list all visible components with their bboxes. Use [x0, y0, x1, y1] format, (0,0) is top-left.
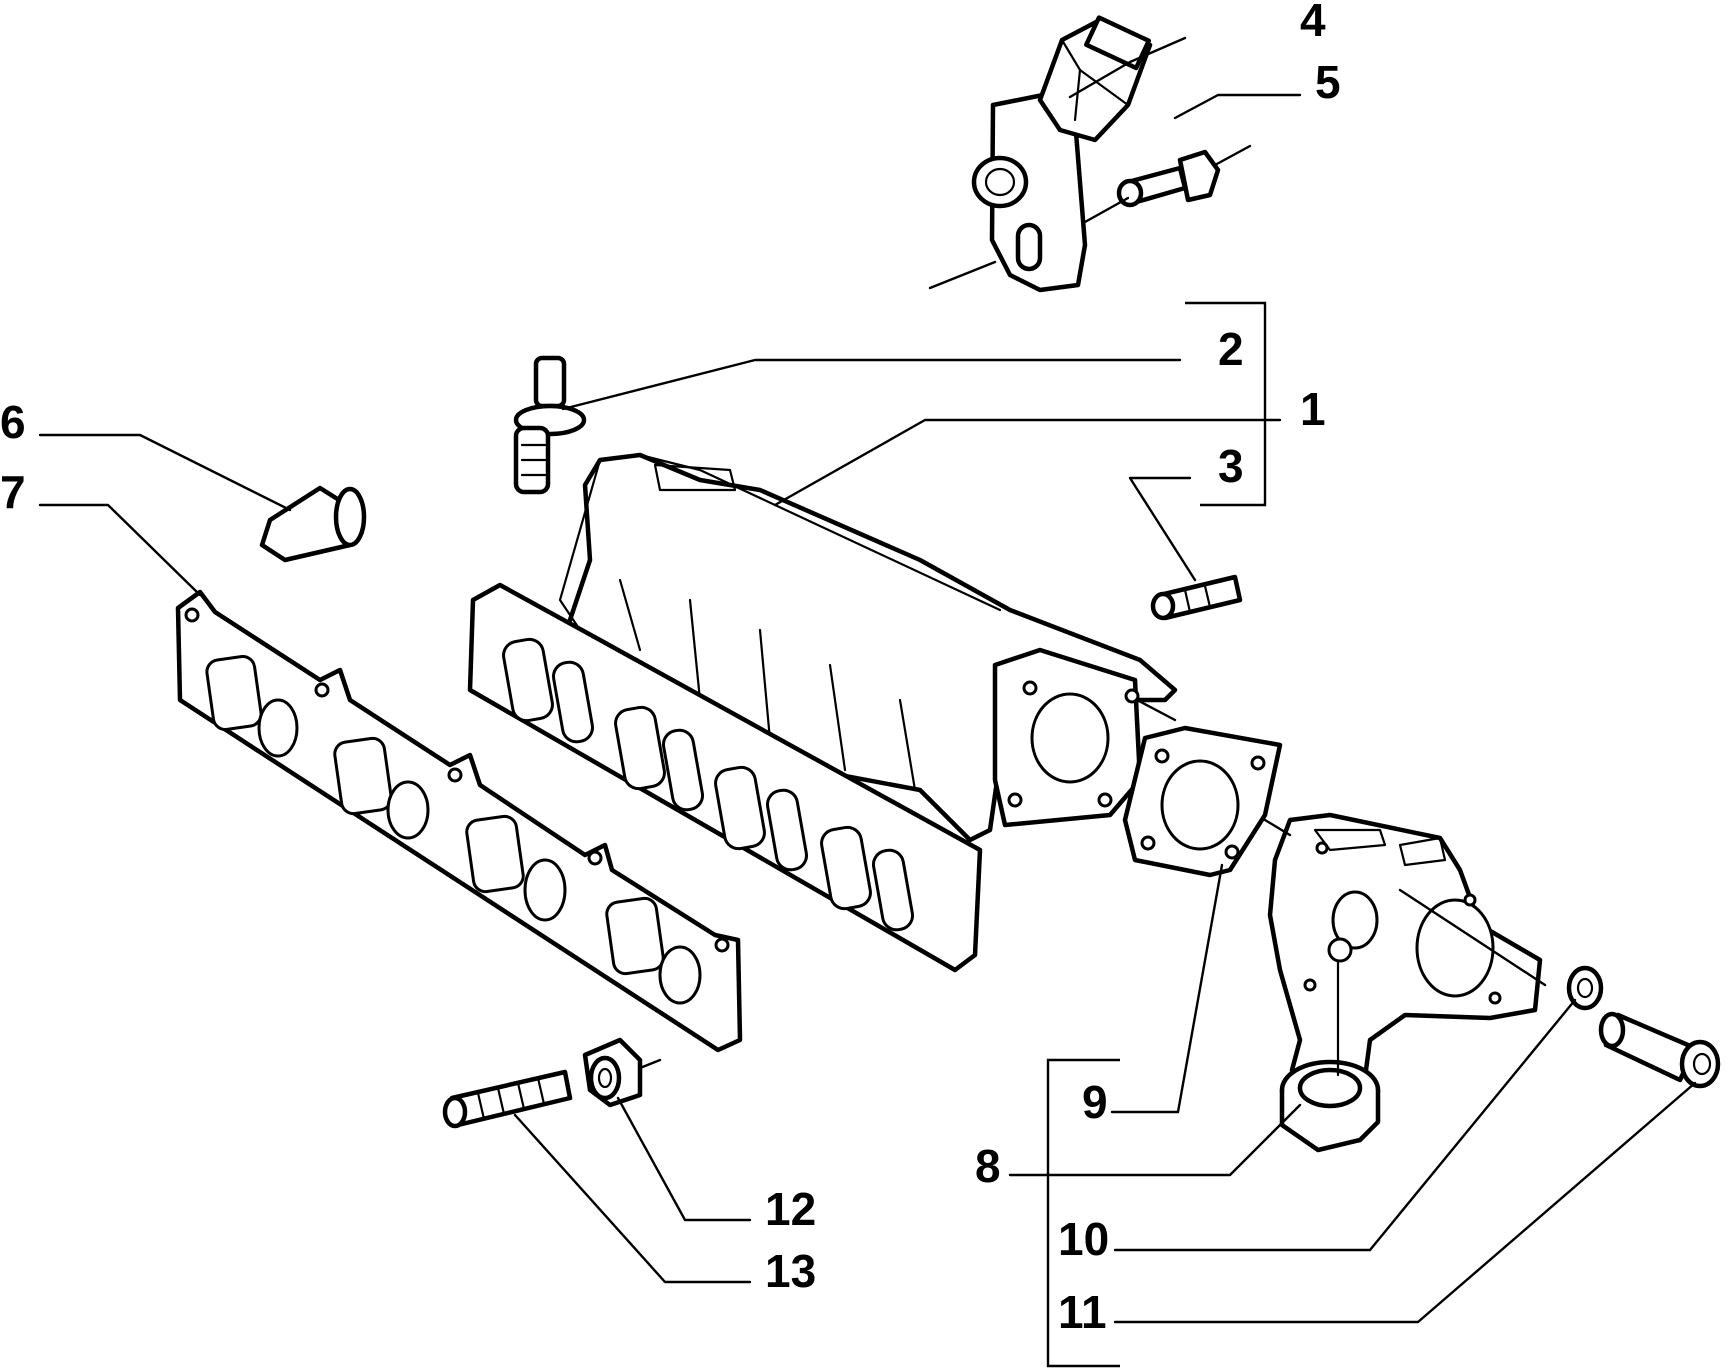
callout-13: 13 — [765, 1245, 816, 1297]
part-3-stud — [1150, 574, 1243, 621]
callout-labels: 4 5 2 1 3 6 7 9 8 10 11 12 13 — [0, 0, 1341, 1338]
callout-10: 10 — [1058, 1213, 1109, 1265]
part-2-stud — [513, 355, 587, 495]
part-12-nut — [582, 1037, 643, 1108]
part-13-stud — [442, 1069, 573, 1129]
part-4-pressure-sensor — [928, 15, 1153, 293]
leader-lines — [38, 36, 1697, 1324]
part-6-plug — [259, 485, 367, 563]
part-10-washer — [1566, 965, 1604, 1011]
part-11-bolt — [1598, 1011, 1721, 1089]
callout-4: 4 — [1300, 0, 1326, 46]
callout-9: 9 — [1082, 1076, 1108, 1128]
callout-1: 1 — [1300, 383, 1326, 435]
callout-8: 8 — [975, 1140, 1001, 1192]
callout-7: 7 — [0, 466, 26, 518]
callout-3: 3 — [1218, 440, 1244, 492]
callout-6: 6 — [0, 396, 26, 448]
part-8-throttle-body — [1267, 812, 1543, 1153]
part-1-intake-manifold — [467, 452, 1178, 973]
part-5-bolt — [1083, 144, 1252, 224]
callout-12: 12 — [765, 1183, 816, 1235]
callout-2: 2 — [1218, 323, 1244, 375]
callout-5: 5 — [1315, 56, 1341, 108]
part-7-manifold-gasket — [175, 589, 743, 1053]
callout-11: 11 — [1058, 1286, 1107, 1338]
assembly-axes — [638, 698, 1547, 1070]
group-brackets — [1046, 301, 1267, 1368]
part-9-throttle-gasket — [1122, 725, 1283, 878]
